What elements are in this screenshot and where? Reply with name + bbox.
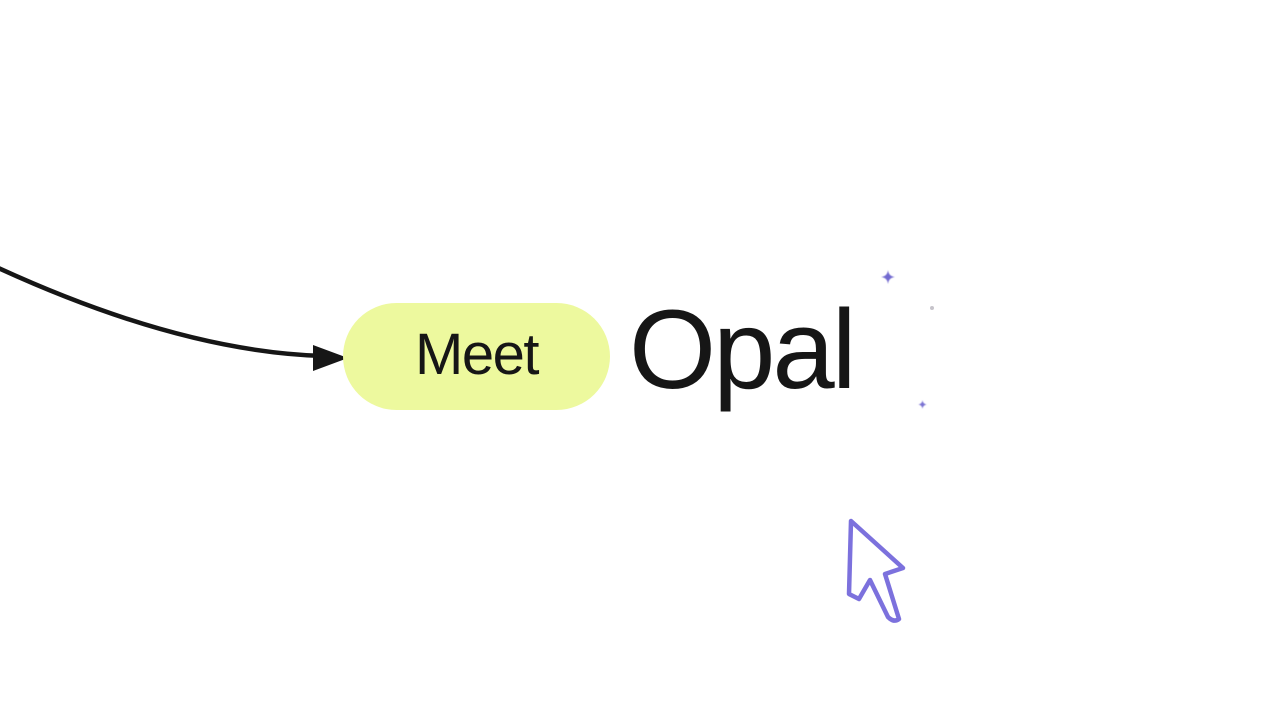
curved-arrow-head [313,345,348,371]
sparkle-icon [881,270,895,284]
mouse-cursor-icon [846,518,906,623]
product-title: Opal [629,287,857,412]
meet-badge: Meet [343,303,610,410]
faint-dot-icon [930,306,934,310]
small-sparkle-icon [918,400,927,409]
curved-arrow-line [0,266,327,359]
meet-badge-label: Meet [415,321,539,387]
